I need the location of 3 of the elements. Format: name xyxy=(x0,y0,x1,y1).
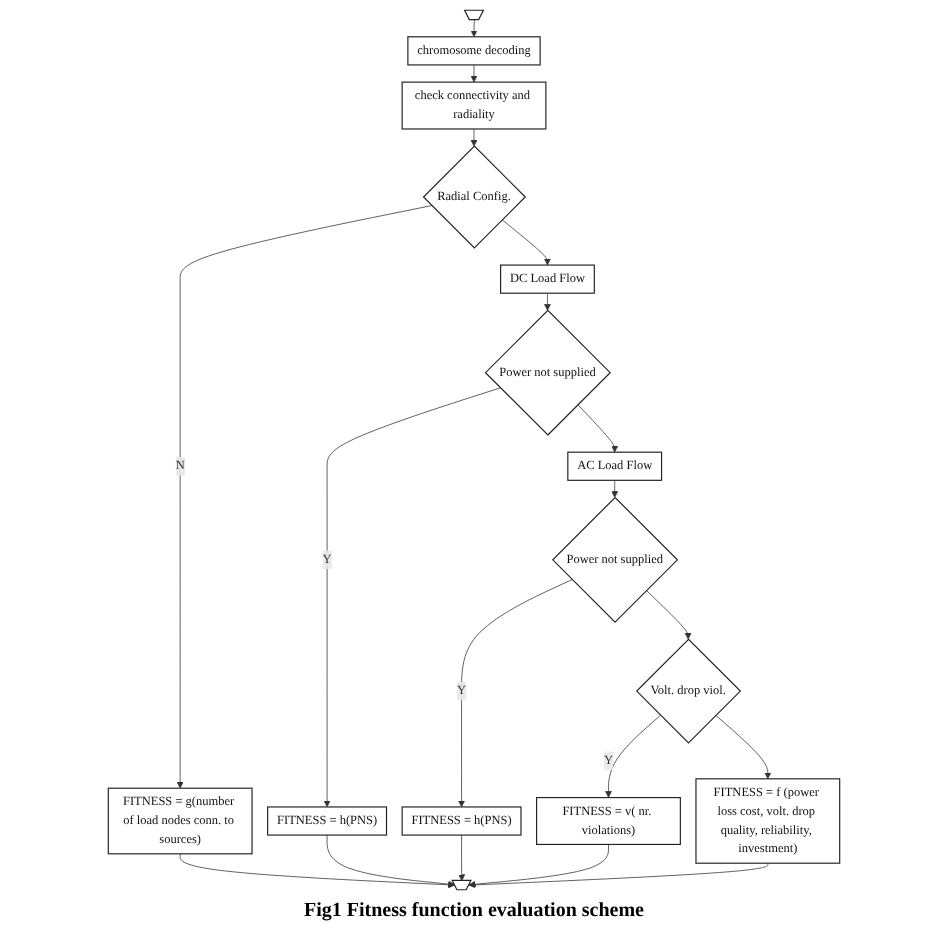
figure-caption: Fig1 Fitness function evaluation scheme xyxy=(302,900,646,922)
node-pentagon xyxy=(463,9,485,21)
node-pentagon xyxy=(451,879,472,891)
